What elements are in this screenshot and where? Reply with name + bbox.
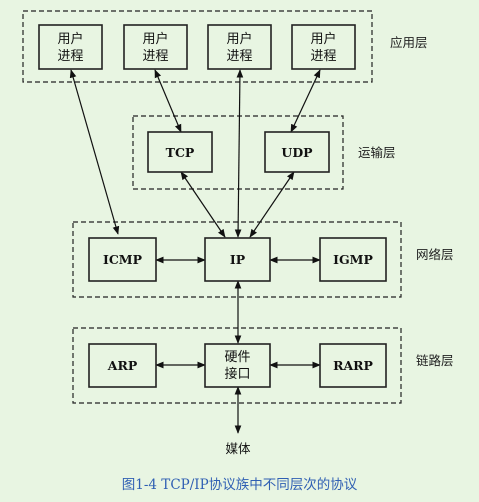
- user-process-1: 用户 进程: [38, 24, 103, 70]
- application-layer-box: [22, 10, 373, 83]
- link-layer-label: 链路层: [416, 353, 454, 368]
- igmp-node: IGMP: [319, 237, 387, 282]
- user-process-2: 用户 进程: [123, 24, 188, 70]
- user-process-1-line2: 进程: [57, 49, 83, 64]
- user-process-4-line1: 用户: [310, 31, 336, 47]
- arp-label: ARP: [107, 358, 138, 373]
- network-layer-label: 网络层: [416, 247, 454, 262]
- edge-process1-icmp: [69, 69, 120, 235]
- icmp-label: ICMP: [103, 252, 143, 267]
- hardware-interface-node: 硬件 接口: [204, 343, 271, 388]
- tcp-label: TCP: [166, 145, 195, 160]
- user-process-3: 用户 进程: [207, 24, 272, 70]
- application-layer-label: 应用层: [390, 35, 428, 50]
- udp-label: UDP: [281, 145, 313, 160]
- user-process-1-line1: 用户: [57, 31, 83, 47]
- tcp-node: TCP: [147, 131, 213, 173]
- transport-layer-label: 运输层: [358, 145, 396, 160]
- icmp-node: ICMP: [88, 237, 157, 282]
- hardware-interface-line2: 接口: [224, 366, 250, 382]
- arp-node: ARP: [88, 343, 157, 388]
- user-process-2-line1: 用户: [142, 31, 168, 47]
- edge-tcp-ip: [180, 171, 226, 238]
- edge-udp-ip: [249, 171, 295, 238]
- hardware-interface-line1: 硬件: [224, 350, 250, 365]
- edge-process4-udp: [290, 69, 321, 133]
- user-process-4-line2: 进程: [310, 49, 336, 64]
- user-process-3-line2: 进程: [226, 49, 252, 64]
- user-process-3-line1: 用户: [226, 31, 252, 47]
- udp-node: UDP: [264, 131, 330, 173]
- user-process-2-line2: 进程: [142, 49, 168, 64]
- ip-label: IP: [230, 252, 246, 267]
- media-label: 媒体: [225, 441, 251, 456]
- figure-caption: 图1-4 TCP/IP协议族中不同层次的协议: [121, 477, 358, 493]
- edge-process2-tcp: [154, 69, 182, 133]
- user-process-4: 用户 进程: [291, 24, 356, 70]
- rarp-label: RARP: [333, 358, 373, 373]
- ip-node: IP: [204, 237, 271, 282]
- rarp-node: RARP: [319, 343, 387, 388]
- edge-process3-ip: [234, 69, 244, 238]
- igmp-label: IGMP: [333, 252, 373, 267]
